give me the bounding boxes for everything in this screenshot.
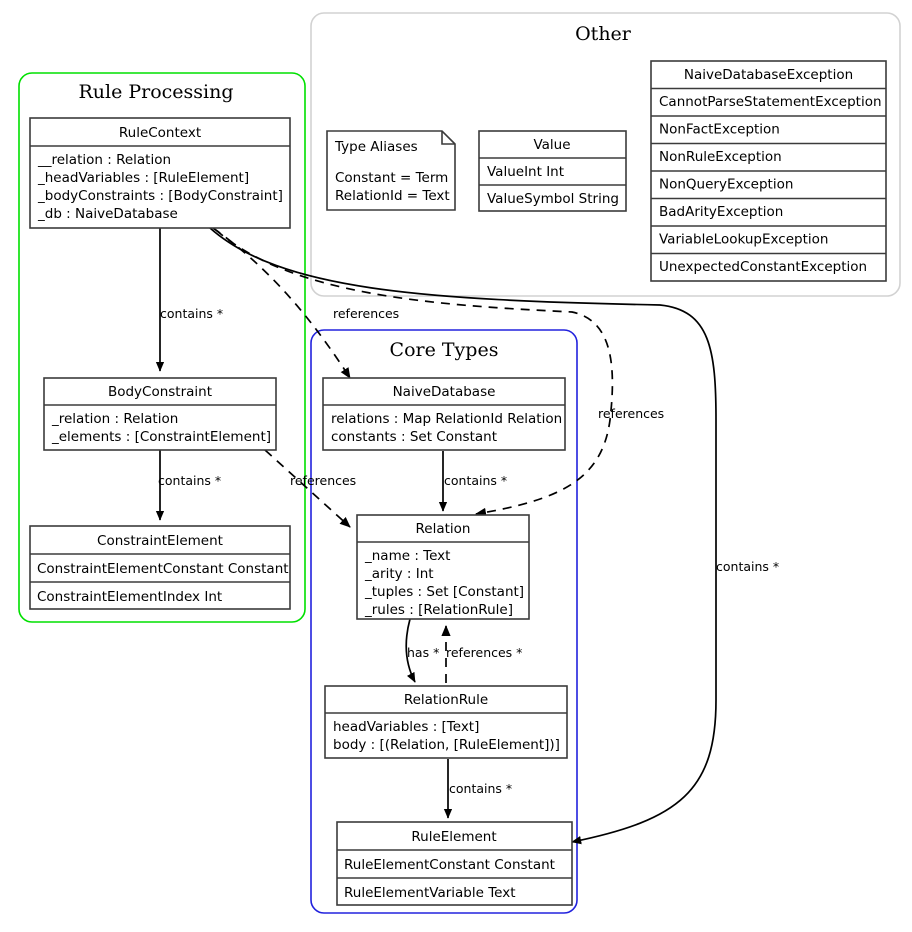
class-body-constraint: BodyConstraint _relation : Relation _ele…	[43, 377, 277, 451]
class-constraint-element-row-0: ConstraintElementConstant Constant	[37, 561, 289, 577]
class-rule-element-row-0: RuleElementConstant Constant	[344, 857, 555, 873]
class-rule-context-attr-1: _headVariables : [RuleElement]	[37, 170, 249, 186]
class-constraint-element-box	[29, 525, 291, 610]
class-rule-context: RuleContext __relation : Relation _headV…	[29, 117, 291, 229]
class-constraint-element-name: ConstraintElement	[97, 533, 223, 549]
package-rule-processing: Rule Processing	[18, 72, 306, 623]
class-relation-box	[356, 514, 530, 620]
edge-relation-relationrule-has	[405, 618, 416, 683]
class-value-name: Value	[533, 137, 570, 153]
class-naive-database-attr-1: constants : Set Constant	[331, 429, 497, 445]
class-exceptions-row-3: NonQueryException	[659, 177, 793, 193]
note-line-1: RelationId = Text	[335, 188, 450, 204]
edge-label-bodyconstraint-relation: references	[290, 473, 356, 488]
class-body-constraint-attr-1: _elements : [ConstraintElement]	[51, 429, 271, 445]
class-rule-context-box	[29, 117, 291, 229]
package-core-types: Core Types	[310, 329, 578, 914]
class-value-box	[478, 130, 627, 212]
edge-label-rulecontext-ruleelement: contains *	[716, 559, 779, 574]
edge-label-naivedatabase-relation: contains *	[444, 473, 507, 488]
class-exceptions-row-6: UnexpectedConstantException	[659, 259, 867, 275]
class-naive-database-name: NaiveDatabase	[393, 384, 496, 400]
class-exceptions-row-1: NonFactException	[659, 122, 780, 138]
class-rule-context-attr-0: __relation : Relation	[37, 152, 171, 168]
class-relation-attr-1: _arity : Int	[364, 566, 434, 582]
class-value-row-1: ValueSymbol String	[487, 191, 619, 207]
edge-label-bodyconstraint-constraintelement: contains *	[158, 473, 221, 488]
edge-label-rulecontext-references: references	[333, 306, 399, 321]
class-body-constraint-box	[43, 377, 277, 451]
class-relation-rule-name: RelationRule	[404, 692, 488, 708]
note-fold-icon	[441, 131, 455, 145]
class-rule-element-row-1: RuleElementVariable Text	[344, 885, 516, 901]
package-core-types-border	[310, 329, 578, 914]
class-relation-rule-attr-0: headVariables : [Text]	[333, 719, 479, 735]
class-constraint-element: ConstraintElement ConstraintElementConst…	[29, 525, 291, 610]
class-naive-database-box	[322, 377, 566, 451]
class-relation-attr-2: _tuples : Set [Constant]	[364, 584, 524, 600]
edge-label-rulecontext-relation-right: references	[598, 406, 664, 421]
class-rule-context-name: RuleContext	[119, 125, 201, 141]
class-exceptions-row-2: NonRuleException	[659, 149, 782, 165]
class-exceptions: NaiveDatabaseException CannotParseStatem…	[650, 60, 887, 282]
class-value-row-0: ValueInt Int	[487, 164, 564, 180]
package-rule-processing-title: Rule Processing	[78, 81, 233, 103]
edge-rulecontext-ruleelement	[209, 227, 717, 845]
class-exceptions-name: NaiveDatabaseException	[684, 67, 853, 83]
class-rule-element: RuleElement RuleElementConstant Constant…	[336, 821, 573, 906]
class-relation-name: Relation	[416, 521, 471, 537]
package-rule-processing-border	[18, 72, 306, 623]
note-type-aliases: Type Aliases Constant = Term RelationId …	[326, 130, 456, 211]
class-relation-attr-3: _rules : [RelationRule]	[364, 602, 513, 618]
class-rule-element-name: RuleElement	[411, 829, 496, 845]
class-relation-rule-attr-1: body : [(Relation, [RuleElement])]	[333, 737, 560, 753]
class-naive-database: NaiveDatabase relations : Map RelationId…	[322, 377, 566, 451]
edge-label-rulecontext-bodyconstraint: contains *	[160, 306, 223, 321]
note-body	[326, 130, 456, 211]
class-rule-context-attr-2: _bodyConstraints : [BodyConstraint]	[37, 188, 283, 204]
class-relation: Relation _name : Text _arity : Int _tupl…	[356, 514, 530, 620]
package-other: Other	[310, 12, 901, 297]
edge-rulecontext-naivedatabase	[212, 227, 351, 379]
class-relation-rule: RelationRule headVariables : [Text] body…	[324, 685, 568, 759]
edge-bodyconstraint-relation	[264, 449, 351, 528]
note-title: Type Aliases	[334, 139, 418, 155]
class-rule-element-box	[336, 821, 573, 906]
class-exceptions-row-4: BadArityException	[659, 204, 783, 220]
class-relation-attr-0: _name : Text	[364, 548, 450, 564]
class-body-constraint-name: BodyConstraint	[108, 384, 212, 400]
edge-label-relationrule-relation-references: references *	[446, 645, 522, 660]
class-constraint-element-row-1: ConstraintElementIndex Int	[37, 589, 222, 605]
edge-label-relation-relationrule-has: has *	[407, 645, 439, 660]
edge-label-relationrule-ruleelement: contains *	[449, 781, 512, 796]
package-other-title: Other	[575, 23, 632, 45]
class-body-constraint-attr-0: _relation : Relation	[51, 411, 178, 427]
class-naive-database-attr-0: relations : Map RelationId Relation	[331, 411, 562, 427]
package-core-types-title: Core Types	[390, 339, 499, 361]
edge-rulecontext-relation-right	[215, 229, 614, 517]
class-exceptions-row-5: VariableLookupException	[659, 232, 828, 248]
class-exceptions-row-0: CannotParseStatementException	[659, 94, 882, 110]
note-line-0: Constant = Term	[335, 170, 448, 186]
class-relation-rule-box	[324, 685, 568, 759]
class-rule-context-attr-3: _db : NaiveDatabase	[37, 206, 178, 222]
package-other-border	[310, 12, 901, 297]
class-value: Value ValueInt Int ValueSymbol String	[478, 130, 627, 212]
